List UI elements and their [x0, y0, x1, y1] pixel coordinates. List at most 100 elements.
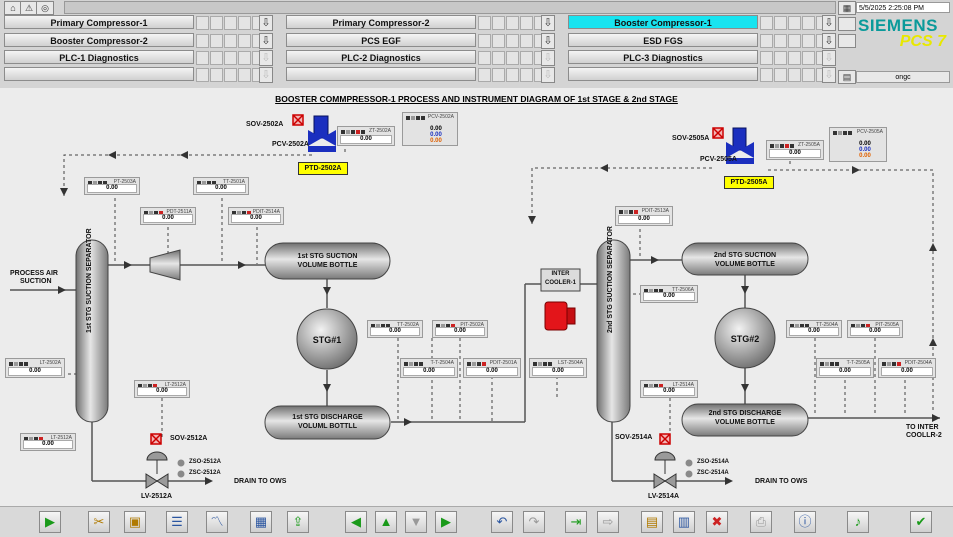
area-button-plc-2-diagnostics[interactable]: PLC-2 Diagnostics — [286, 50, 476, 64]
area-button-primary-compressor-1[interactable]: Primary Compressor-1 — [4, 15, 194, 29]
ptd-2502a-button[interactable]: PTD-2502A — [298, 162, 348, 175]
faceplate-tag: LT-2512A — [50, 435, 72, 441]
faceplate-pdit-2504a[interactable]: PDIT-2504A 0.00 — [878, 358, 936, 378]
save-icon[interactable]: ▥ — [673, 511, 695, 533]
down-arrow-icon[interactable]: ⇩ — [259, 50, 273, 66]
piping-diagram — [10, 114, 940, 489]
faceplate-tt-2502a[interactable]: TT-2502A 0.00 — [367, 320, 423, 338]
down-arrow-icon[interactable]: ⇩ — [541, 33, 555, 49]
down-arrow-icon[interactable]: ⇩ — [822, 67, 836, 83]
faceplate-tt-2504a-1[interactable]: T-T-2504A 0.00 — [400, 358, 458, 378]
area-button-primary-compressor-2[interactable]: Primary Compressor-2 — [286, 15, 476, 29]
sp-value: 0.00 — [859, 147, 871, 153]
faceplate-tt-2501a[interactable]: TT-2501A 0.00 — [193, 177, 249, 195]
panel-icon[interactable]: ▣ — [124, 511, 146, 533]
stage-2-compressor[interactable]: STG#2 — [730, 334, 760, 344]
arrow-up-icon[interactable]: ▲ — [375, 511, 397, 533]
cut-icon[interactable]: ✂ — [88, 511, 110, 533]
drain-2-label: DRAIN TO OWS — [755, 478, 808, 485]
faceplate-pcv-2505a[interactable]: PCV-2505A 0.00 0.00 0.00 — [829, 127, 887, 162]
down-arrow-icon[interactable]: ⇩ — [259, 15, 273, 31]
area-button-plc-1-diagnostics[interactable]: PLC-1 Diagnostics — [4, 50, 194, 64]
play-icon[interactable]: ▶ — [39, 511, 61, 533]
area-button-booster-compressor-2[interactable]: Booster Compressor-2 — [4, 33, 194, 47]
trend-icon[interactable]: 〽 — [206, 511, 228, 533]
lv-2512a-label[interactable]: LV-2512A — [141, 493, 172, 500]
area-button-empty[interactable] — [286, 67, 476, 81]
pcv-2505a-label[interactable]: PCV-2505A — [700, 156, 737, 163]
faceplate-lt-2514a[interactable]: LT-2514A 0.00 — [640, 380, 698, 398]
status-blocks — [232, 211, 252, 215]
down-arrow-icon[interactable]: ⇩ — [822, 33, 836, 49]
status-blocks — [644, 384, 664, 388]
arrow-left-icon[interactable]: ◀ — [345, 511, 367, 533]
faceplate-zt-2502a[interactable]: ZT-2502A 0.00 — [337, 126, 395, 146]
sound-icon[interactable]: ♪ — [847, 511, 869, 533]
down-arrow-icon[interactable]: ⇩ — [822, 15, 836, 31]
ptd-2505a-button[interactable]: PTD-2505A — [724, 176, 774, 189]
faceplate-lt-2502a[interactable]: LT-2502A 0.00 — [5, 358, 65, 378]
faceplate-pcv-2502a[interactable]: PCV-2502A 0.00 0.00 0.00 — [402, 112, 458, 146]
faceplate-lt-2512a[interactable]: LT-2512A 0.00 — [134, 380, 190, 398]
faceplate-pit-2502a[interactable]: PIT-2502A 0.00 — [432, 320, 488, 338]
status-blocks — [882, 362, 902, 366]
arrow-down-icon[interactable]: ▼ — [405, 511, 427, 533]
square-icon[interactable] — [838, 17, 856, 31]
status-blocks — [404, 362, 424, 366]
user-display: ongc — [856, 71, 950, 83]
check-icon[interactable]: ✔ — [910, 511, 932, 533]
faceplate-pdit-2501a[interactable]: PDIT-2501A 0.00 — [463, 358, 521, 378]
faceplate-pdt-2511a[interactable]: PDT-2511A 0.00 — [140, 207, 196, 225]
area-button-empty[interactable] — [4, 67, 194, 81]
sov-2505a-label[interactable]: SOV-2505A — [672, 135, 710, 142]
print-icon[interactable]: ⎙ — [750, 511, 772, 533]
faceplate-tt-2506a[interactable]: TT-2506A 0.00 — [640, 285, 698, 303]
stage-1-compressor[interactable]: STG#1 — [312, 335, 342, 345]
settings-icon[interactable]: ◎ — [36, 1, 54, 15]
faceplate-tag: LST-2504A — [557, 360, 583, 366]
down-arrow-icon[interactable]: ⇩ — [259, 33, 273, 49]
delete-icon[interactable]: ✖ — [706, 511, 728, 533]
sov-2502a-label[interactable]: SOV-2502A — [246, 121, 284, 128]
arrow-right-icon[interactable]: ▶ — [435, 511, 457, 533]
status-blocks — [467, 362, 487, 366]
pcv-2502a-label[interactable]: PCV-2502A — [272, 141, 309, 148]
message-line[interactable] — [64, 1, 836, 14]
export-icon[interactable]: ⇪ — [287, 511, 309, 533]
down-arrow-icon[interactable]: ⇩ — [259, 67, 273, 83]
faceplate-pdit-2514a[interactable]: PDIT-2514A 0.00 — [228, 207, 284, 225]
faceplate-lt-2512a-local[interactable]: LT-2512A 0.00 — [20, 433, 76, 451]
list-icon[interactable]: ☰ — [166, 511, 188, 533]
area-button-esd-fgs[interactable]: ESD FGS — [568, 33, 758, 47]
area-button-plc-3-diagnostics[interactable]: PLC-3 Diagnostics — [568, 50, 758, 64]
calendar-icon[interactable]: ▦ — [838, 1, 856, 15]
report-icon[interactable]: ▦ — [250, 511, 272, 533]
faceplate-pit-2505a[interactable]: PIT-2505A 0.00 — [847, 320, 903, 338]
faceplate-zt-2505a[interactable]: ZT-2505A 0.00 — [766, 140, 824, 160]
folder-icon[interactable]: ▤ — [641, 511, 663, 533]
faceplate-tt-2504a-2[interactable]: TT-2504A 0.00 — [786, 320, 842, 338]
square-icon[interactable] — [838, 34, 856, 48]
area-button-booster-compressor-1[interactable]: Booster Compressor-1 — [568, 15, 758, 29]
faceplate-value: 0.00 — [466, 367, 518, 376]
faceplate-lst-2504a[interactable]: LST-2504A 0.00 — [529, 358, 587, 378]
faceplate-pdit-2513a[interactable]: PDIT-2513A 0.00 — [615, 206, 673, 226]
keyboard-icon[interactable]: ▤ — [838, 70, 856, 84]
down-arrow-icon[interactable]: ⇩ — [822, 50, 836, 66]
area-status-cells — [478, 51, 548, 65]
sov-2512a-label[interactable]: SOV-2512A — [170, 435, 208, 442]
forward-icon[interactable]: ⇨ — [597, 511, 619, 533]
faceplate-pt-2503a[interactable]: PT-2503A 0.00 — [84, 177, 140, 195]
lv-2514a-label[interactable]: LV-2514A — [648, 493, 679, 500]
undo-icon[interactable]: ↶ — [491, 511, 513, 533]
sov-2514a-label[interactable]: SOV-2514A — [615, 434, 653, 441]
redo-icon[interactable]: ↷ — [523, 511, 545, 533]
area-button-pcs-egf[interactable]: PCS EGF — [286, 33, 476, 47]
faceplate-tt-2505a[interactable]: T-T-2505A 0.00 — [816, 358, 874, 378]
down-arrow-icon[interactable]: ⇩ — [541, 67, 555, 83]
down-arrow-icon[interactable]: ⇩ — [541, 15, 555, 31]
info-icon[interactable]: ⓘ — [794, 511, 816, 533]
down-arrow-icon[interactable]: ⇩ — [541, 50, 555, 66]
import-icon[interactable]: ⇥ — [565, 511, 587, 533]
area-button-empty[interactable] — [568, 67, 758, 81]
